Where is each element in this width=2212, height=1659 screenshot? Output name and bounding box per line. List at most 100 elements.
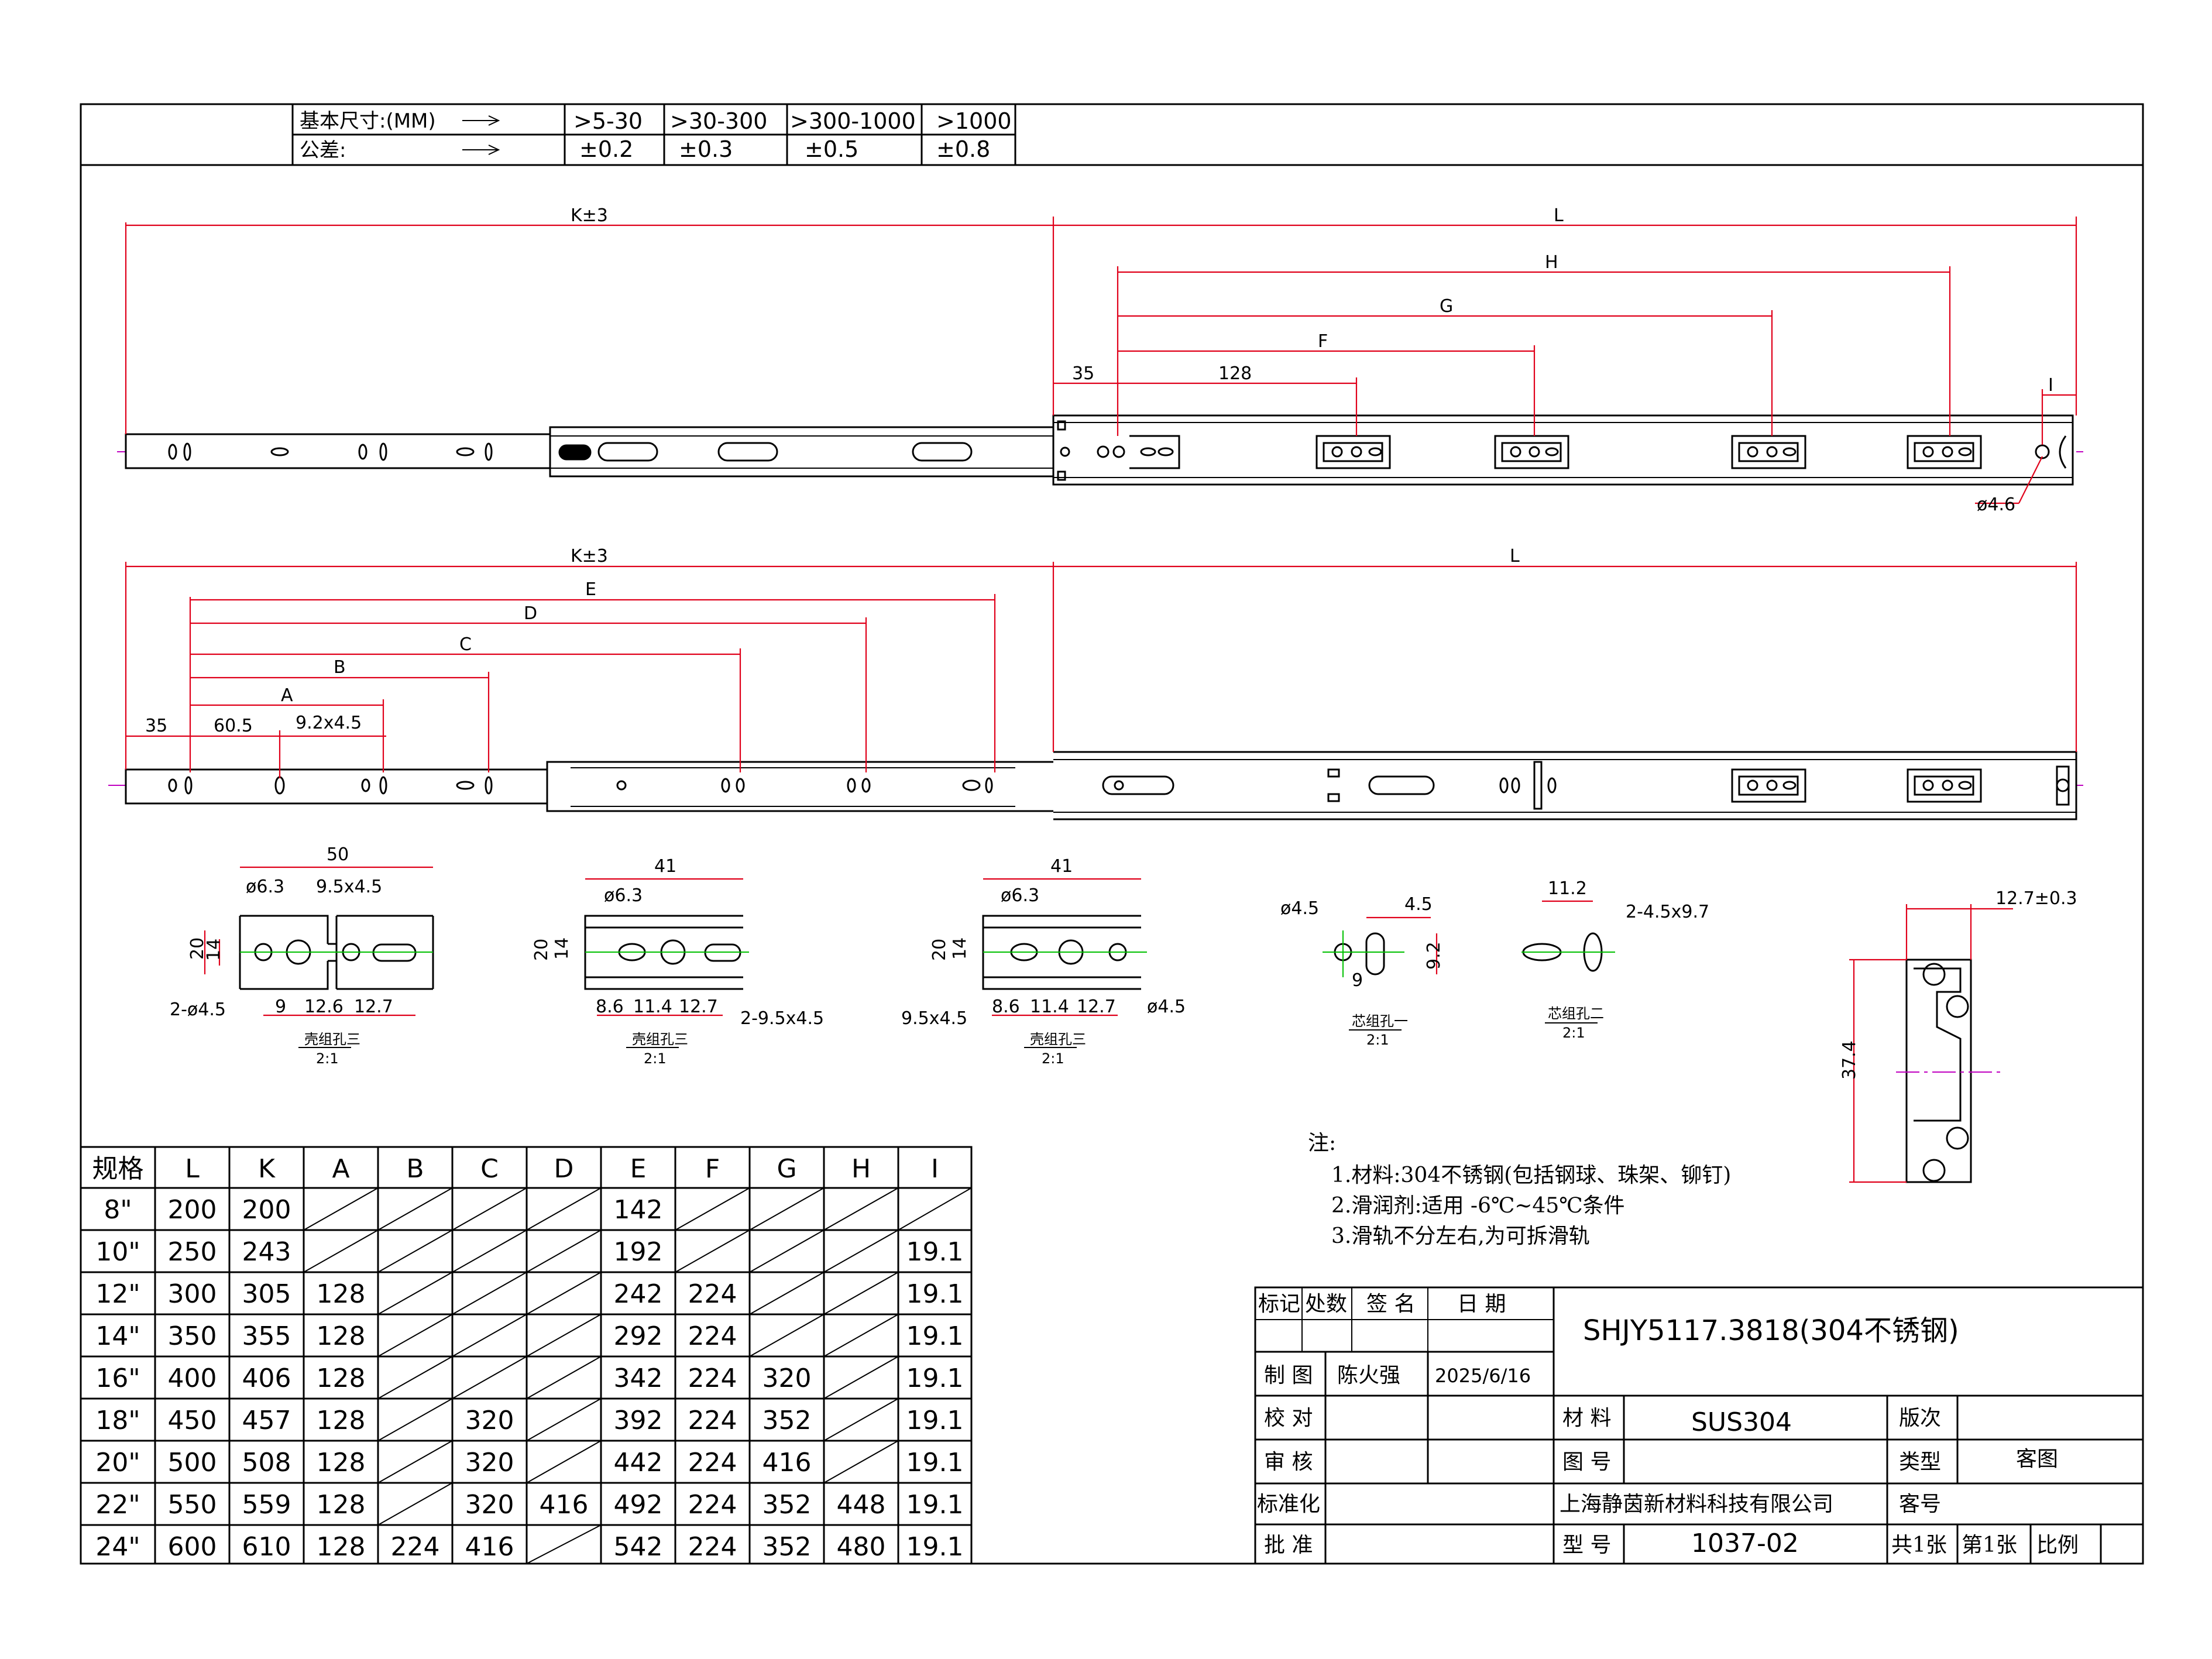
- dim-60-5: 60.5: [214, 716, 253, 736]
- section-w: 12.7±0.3: [1995, 888, 2077, 909]
- note-1: 1.材料:304不锈钢(包括钢球、珠架、铆钉): [1331, 1163, 1731, 1187]
- d1-scale: 2:1: [316, 1050, 339, 1067]
- d3-caption: 壳组孔三: [1030, 1031, 1086, 1047]
- spec-cell: 200: [168, 1195, 217, 1225]
- dim-f: F: [1318, 331, 1328, 352]
- spec-cell: 224: [688, 1448, 737, 1478]
- spec-cell: 406: [242, 1363, 291, 1393]
- d2-h20: 20: [531, 939, 552, 961]
- tb-check: 校 对: [1264, 1406, 1313, 1430]
- dim-a: A: [281, 685, 293, 706]
- spec-cell: 200: [242, 1195, 291, 1225]
- spec-cell: 19.1: [906, 1321, 964, 1351]
- tb-drawn-label: 制 图: [1264, 1363, 1313, 1387]
- d1-hole: ø6.3: [246, 877, 284, 897]
- d2-caption: 壳组孔三: [632, 1031, 688, 1047]
- range-3: >300-1000: [790, 108, 916, 134]
- dim-i: I: [2048, 375, 2053, 396]
- spec-cell: 19.1: [906, 1490, 964, 1520]
- spec-cell: 559: [242, 1490, 291, 1520]
- d3-h14: 14: [950, 937, 970, 960]
- spec-cell: 448: [837, 1490, 886, 1520]
- bottom-view: K±3 L E D C B A 35 60.5 9.2x4.5: [108, 546, 2083, 820]
- spec-cell: 19.1: [906, 1237, 964, 1267]
- spec-cell: 320: [762, 1363, 812, 1393]
- dim-e: E: [585, 579, 596, 600]
- tb-version: 版次: [1899, 1406, 1941, 1430]
- notes-title: 注:: [1308, 1131, 1336, 1155]
- tb-model: 1037-02: [1691, 1529, 1799, 1558]
- d2-b: 11.4: [633, 997, 672, 1017]
- spec-header: 规格: [92, 1154, 144, 1184]
- spec-cell: 320: [465, 1448, 514, 1478]
- spec-cell: 128: [317, 1321, 366, 1351]
- detail-1: 50 ø6.3 9.5x4.5 20 14 2-ø4.5 9 12.6 12.7…: [170, 844, 434, 1067]
- spec-cell: 128: [317, 1532, 366, 1562]
- d3-a: 8.6: [992, 997, 1020, 1017]
- notes: 注: 1.材料:304不锈钢(包括钢球、珠架、铆钉) 2.滑润剂:适用 -6℃~…: [1308, 1131, 1731, 1248]
- tb-drawn-date: 2025/6/16: [1435, 1365, 1531, 1387]
- spec-cell: 12": [95, 1279, 140, 1309]
- spec-cell: 450: [168, 1406, 217, 1435]
- d4-h: 9.2: [1424, 942, 1444, 970]
- spec-cell: 492: [614, 1490, 663, 1520]
- d1-w: 50: [327, 844, 349, 865]
- spec-cell: 19.1: [906, 1279, 964, 1309]
- spec-cell: 224: [688, 1279, 737, 1309]
- spec-cell: 416: [762, 1448, 812, 1478]
- spec-header: I: [931, 1154, 939, 1184]
- d4-hole: ø4.5: [1280, 898, 1319, 919]
- tb-approve: 批 准: [1264, 1533, 1313, 1557]
- spec-cell: 242: [614, 1279, 663, 1309]
- d4-a: 9: [1352, 970, 1363, 991]
- spec-cell: 128: [317, 1490, 366, 1520]
- tb-review: 审 核: [1264, 1450, 1313, 1474]
- d4-w: 4.5: [1404, 894, 1433, 915]
- d1-a: 9: [275, 997, 286, 1017]
- dim-d: D: [524, 603, 537, 624]
- title-block: 标记 处数 签 名 日 期 SHJY5117.3818(304不锈钢) 制 图 …: [1254, 1286, 2144, 1565]
- d5-caption: 芯组孔二: [1548, 1005, 1604, 1022]
- spec-header: C: [480, 1154, 499, 1184]
- spec-header: F: [705, 1154, 720, 1184]
- spec-cell: 320: [465, 1406, 514, 1435]
- spec-cell: 20": [95, 1448, 140, 1478]
- spec-cell: 18": [95, 1406, 140, 1435]
- drawing-title: SHJY5117.3818(304不锈钢): [1583, 1314, 1959, 1347]
- spec-cell: 19.1: [906, 1406, 964, 1435]
- inner-rail: [125, 768, 560, 805]
- d3-b: 11.4: [1030, 997, 1069, 1017]
- spec-cell: 352: [762, 1406, 812, 1435]
- note-2: 2.滑润剂:适用 -6℃~45℃条件: [1331, 1194, 1625, 1218]
- spec-cell: 19.1: [906, 1448, 964, 1478]
- range-4: >1000: [936, 108, 1012, 134]
- dim-g: G: [1440, 296, 1453, 317]
- spec-cell: 600: [168, 1532, 217, 1562]
- dim-l: L: [1554, 205, 1564, 226]
- d3-h20: 20: [929, 939, 950, 961]
- d2-h14: 14: [552, 937, 572, 960]
- spec-cell: 400: [168, 1363, 217, 1393]
- spec-cell: 342: [614, 1363, 663, 1393]
- dim-b: B: [334, 657, 346, 678]
- detail-4: ø4.5 4.5 9.2 9 芯组孔一 2:1: [1280, 894, 1444, 1048]
- spec-header: K: [258, 1154, 276, 1184]
- tb-std: 标准化: [1257, 1492, 1320, 1516]
- d3-w: 41: [1050, 856, 1073, 877]
- d5-scale: 2:1: [1562, 1025, 1585, 1041]
- spec-header: D: [554, 1154, 574, 1184]
- spec-cell: 24": [95, 1532, 140, 1562]
- dim-l: L: [1510, 546, 1520, 566]
- spec-cell: 442: [614, 1448, 663, 1478]
- spec-cell: 480: [837, 1532, 886, 1562]
- d4-caption: 芯组孔一: [1352, 1013, 1408, 1029]
- d2-a: 8.6: [596, 997, 624, 1017]
- spec-header: B: [406, 1154, 424, 1184]
- tb-type-value: 客图: [2016, 1447, 2058, 1471]
- tb-material: SUS304: [1691, 1407, 1792, 1437]
- spec-cell: 292: [614, 1321, 663, 1351]
- spec-cell: 128: [317, 1448, 366, 1478]
- tb-drawing-no-label: 图 号: [1562, 1450, 1611, 1474]
- d3-c: 12.7: [1077, 997, 1116, 1017]
